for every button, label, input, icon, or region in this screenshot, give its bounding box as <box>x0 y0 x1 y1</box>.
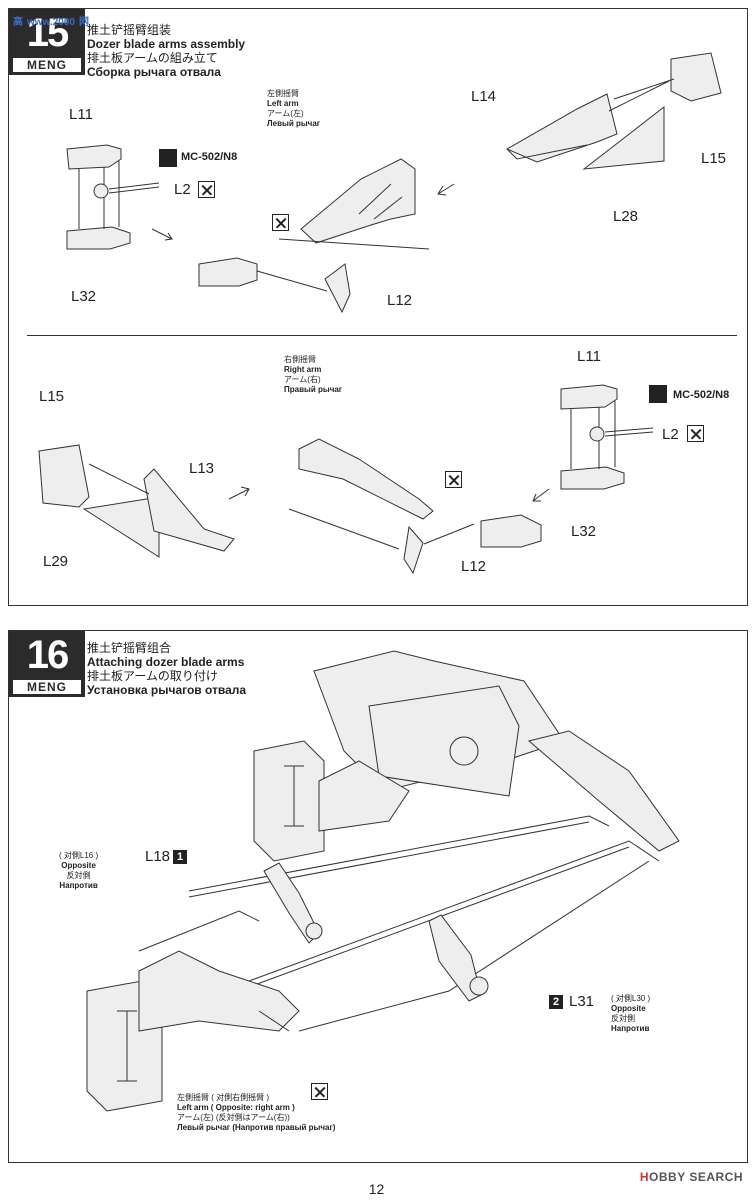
right-arm-jp: アーム(右) <box>284 375 321 384</box>
part-label-l32: L32 <box>71 288 97 305</box>
cement-icon <box>198 181 215 198</box>
l31-note: ( 对側L30 ) Opposite 反対側 Напротив <box>611 994 650 1034</box>
left-arm-note: 左側摇臂 Left arm アーム(左) Левый рычаг <box>267 89 320 129</box>
brush-icon <box>649 385 667 403</box>
left-arm-ru: Левый рычаг <box>267 119 321 128</box>
title-ru: Установка рычагов отвала <box>87 683 247 697</box>
callout-number-1: 1 <box>173 850 187 864</box>
part-label-l32: L32 <box>571 523 597 540</box>
part-label-l13: L13 <box>189 460 215 477</box>
step-15-diagram-lower <box>38 384 654 575</box>
right-arm-ru: Правый рычаг <box>284 385 343 394</box>
l18-en: Opposite <box>61 861 96 870</box>
meng-logo: MENG <box>13 58 81 72</box>
part-label-l2: L2 <box>662 426 679 443</box>
title-cn: 推土铲摇臂组装 <box>87 23 172 37</box>
brand-name: OBBY SEARCH <box>649 1170 743 1184</box>
watermark: 高 www.2000 网 <box>13 17 89 28</box>
part-label-l2: L2 <box>174 181 191 198</box>
brand-prefix: H <box>639 1170 650 1184</box>
paint-code: MC-502/N8 <box>673 389 730 401</box>
left-arm-en: Left arm ( Opposite: right arm ) <box>177 1103 295 1112</box>
l31-ru: Напротив <box>611 1024 650 1033</box>
callout-number-2: 2 <box>549 995 563 1009</box>
step-16-number: 16 <box>26 633 70 677</box>
cement-icon <box>687 425 704 442</box>
part-label-l12: L12 <box>461 558 487 575</box>
step-15-diagram <box>66 52 722 314</box>
title-en: Attaching dozer blade arms <box>87 655 245 669</box>
part-label-l28: L28 <box>613 208 639 225</box>
part-label-l29: L29 <box>43 553 69 570</box>
l31-jp: 反対側 <box>611 1014 635 1023</box>
left-arm-cn: 左側摇臂 <box>267 89 299 98</box>
cement-icon <box>272 214 289 231</box>
step-16-title: 推土铲摇臂组合 Attaching dozer blade arms 排土板アー… <box>87 641 246 697</box>
step-15-panel: 15 MENG 高 www.2000 网 推土铲摇臂组装 Dozer blade… <box>8 8 748 606</box>
title-jp: 排土板アームの取り付け <box>87 669 218 683</box>
right-arm-cn: 右側摇臂 <box>284 355 316 364</box>
step-16-badge: 16 MENG <box>9 631 85 697</box>
title-ru: Сборка рычага отвала <box>87 65 221 79</box>
l31-en: Opposite <box>611 1004 646 1013</box>
l18-cn: ( 对側L16 ) <box>59 851 99 860</box>
left-arm-jp: アーム(左) (反対側はアーム(右)) <box>177 1113 290 1122</box>
title-cn: 推土铲摇臂组合 <box>87 641 172 655</box>
left-arm-note: 左側摇臂 ( 对側右側摇臂 ) Left arm ( Opposite: rig… <box>177 1093 335 1133</box>
l18-jp: 反対側 <box>66 871 91 880</box>
cement-icon <box>311 1083 328 1100</box>
paint-code: MC-502/N8 <box>181 151 238 163</box>
left-arm-cn: 左側摇臂 ( 对側右側摇臂 ) <box>177 1093 269 1102</box>
hobby-search-logo: HOBBY SEARCH <box>640 1170 743 1184</box>
part-label-l31: L31 <box>569 993 595 1010</box>
l31-cn: ( 对側L30 ) <box>611 994 651 1003</box>
title-jp: 排土板アームの組み立て <box>87 51 218 65</box>
part-label-l15: L15 <box>39 388 65 405</box>
left-arm-ru: Левый рычаг (Напротив правый рычаг) <box>177 1123 336 1132</box>
part-label-l12: L12 <box>387 292 413 309</box>
right-arm-note: 右側摇臂 Right arm アーム(右) Правый рычаг <box>284 355 342 395</box>
part-label-l15: L15 <box>701 150 727 167</box>
l18-note: ( 对側L16 ) Opposite 反対側 Напротив <box>59 851 98 891</box>
part-label-l11: L11 <box>69 106 93 123</box>
part-label-l14: L14 <box>471 88 497 105</box>
part-label-l11: L11 <box>577 348 601 365</box>
step-15-title: 推土铲摇臂组装 Dozer blade arms assembly 排土板アーム… <box>87 23 245 79</box>
cement-icon <box>445 471 462 488</box>
brush-icon <box>159 149 177 167</box>
left-arm-en: Left arm <box>267 99 299 108</box>
step-15-badge: 15 MENG <box>9 9 85 75</box>
step-15-number: 15 <box>26 11 70 55</box>
step-16-panel: 16 MENG 推土铲摇臂组合 Attaching dozer blade ar… <box>8 630 748 1163</box>
step-16-diagram <box>86 650 680 1112</box>
right-arm-en: Right arm <box>284 365 322 374</box>
page-number: 12 <box>368 1181 385 1197</box>
section-divider <box>27 335 737 336</box>
part-label-l18: L18 <box>145 848 171 865</box>
title-en: Dozer blade arms assembly <box>87 37 246 51</box>
l18-ru: Напротив <box>59 881 98 890</box>
left-arm-jp: アーム(左) <box>267 109 304 118</box>
meng-logo: MENG <box>13 680 81 694</box>
